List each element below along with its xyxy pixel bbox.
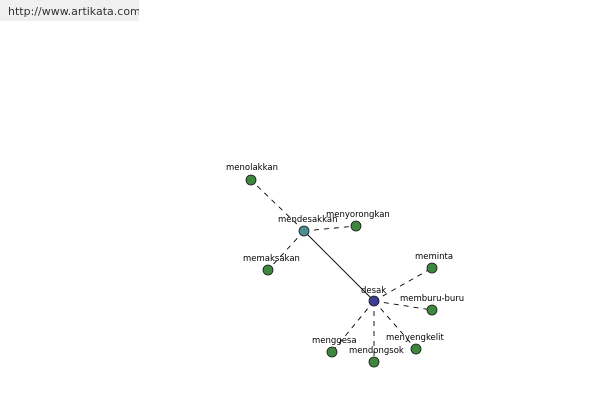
node-mendesakkan[interactable]: mendesakkan <box>278 215 337 237</box>
node-menolakkan[interactable]: menolakkan <box>226 163 278 186</box>
node-label-menggesa[interactable]: menggesa <box>312 336 357 346</box>
node-memaksakan[interactable]: memaksakan <box>243 254 300 276</box>
node-marker-memaksakan[interactable] <box>262 264 274 276</box>
edge-mendesakkan-menolakkan <box>250 179 305 232</box>
node-menyorongkan[interactable]: menyorongkan <box>326 210 390 232</box>
edge-mendesakkan-memaksakan <box>267 230 305 271</box>
graph-nodes: desak mendesakkan menolakkan menyorongkan me… <box>226 163 464 368</box>
site-url[interactable]: http://www.artikata.com <box>0 0 139 21</box>
node-marker-menggesa[interactable] <box>326 346 338 358</box>
edge-desak-menyengkelit <box>373 300 417 350</box>
node-marker-menolakkan[interactable] <box>245 174 257 186</box>
node-label-memaksakan[interactable]: memaksakan <box>243 254 300 264</box>
edge-desak-meminta <box>373 267 433 302</box>
node-label-mendesakkan[interactable]: mendesakkan <box>278 215 337 225</box>
graph-edges <box>250 179 433 362</box>
edge-desak-menggesa <box>331 300 375 353</box>
node-label-menyengkelit[interactable]: menyengkelit <box>386 333 445 343</box>
node-meminta[interactable]: meminta <box>415 252 453 274</box>
node-marker-mendesakkan[interactable] <box>298 225 310 237</box>
node-marker-menyorongkan[interactable] <box>350 220 362 232</box>
node-label-desak[interactable]: desak <box>361 286 386 296</box>
node-menyengkelit[interactable]: menyengkelit <box>386 333 445 355</box>
node-marker-desak[interactable] <box>368 295 380 307</box>
node-marker-mendongsok[interactable] <box>368 356 380 368</box>
node-label-menolakkan[interactable]: menolakkan <box>226 163 278 173</box>
node-marker-meminta[interactable] <box>426 262 438 274</box>
node-menggesa[interactable]: menggesa <box>312 336 357 358</box>
node-memburu-buru[interactable]: memburu-buru <box>400 294 464 316</box>
node-label-meminta[interactable]: meminta <box>415 252 453 262</box>
node-label-menyorongkan[interactable]: menyorongkan <box>326 210 390 220</box>
node-mendongsok[interactable]: mendongsok <box>349 346 404 368</box>
node-marker-menyengkelit[interactable] <box>410 343 422 355</box>
edge-desak-mendesakkan <box>303 230 375 302</box>
node-label-mendongsok[interactable]: mendongsok <box>349 346 404 356</box>
node-label-memburu-buru[interactable]: memburu-buru <box>400 294 464 304</box>
edge-mendesakkan-menyorongkan <box>303 225 357 232</box>
node-marker-memburu-buru[interactable] <box>426 304 438 316</box>
node-desak[interactable]: desak <box>361 286 386 307</box>
